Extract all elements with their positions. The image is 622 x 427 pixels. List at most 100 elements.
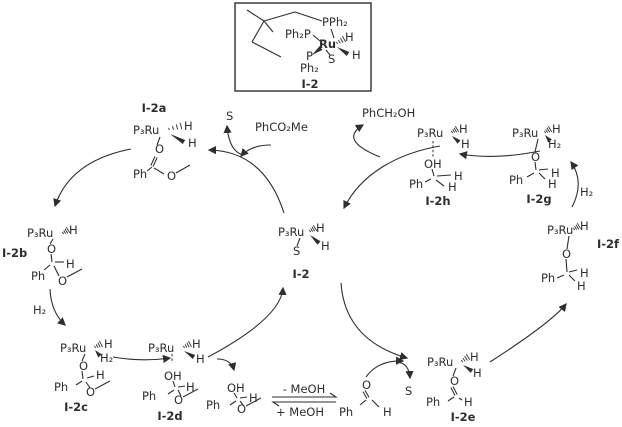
label-i2a: I-2a (142, 101, 167, 115)
i2c-ph: Ph (54, 380, 68, 394)
i2d-ph: Ph (142, 389, 156, 403)
h2-left: H₂ (33, 303, 46, 317)
i2b-h: H (69, 223, 78, 237)
arrow-i2c-to-i2d (112, 354, 172, 364)
hemiacetal-ph: Ph (206, 398, 220, 412)
i2-p3ru: P₃Ru (278, 225, 304, 239)
i2e-ch-h: H (464, 395, 473, 409)
box-ru: Ru (319, 37, 336, 51)
i2b-c-o (53, 265, 60, 277)
i2d-ru-h-hash (183, 345, 185, 349)
i2a-ru-h-hash (168, 127, 170, 131)
i2-s: S (293, 244, 300, 258)
equilibrium-arrow-forward (272, 392, 338, 398)
arrow-benzaldehyde-in (365, 356, 405, 378)
sulfide-left: S (226, 109, 233, 123)
box-arm3b (251, 41, 282, 58)
i2e-p3ru: P₃Ru (427, 355, 453, 369)
benzaldehyde-o-c (362, 391, 368, 399)
i2f-h: H (580, 219, 589, 233)
i2h-ch-h2: H (448, 180, 457, 194)
i2c-ome-o: O (86, 385, 95, 399)
i2h-c-h1 (436, 174, 452, 177)
i2b-p3ru: P₃Ru (27, 226, 53, 240)
i2f-ch-h2: H (577, 279, 586, 293)
i2e-ru-h-hash (462, 357, 466, 362)
i2h-ch-h1: H (454, 169, 463, 183)
arrow-h2-in-right (570, 160, 579, 208)
i2f-ru-h-hash (574, 226, 578, 230)
i2e-ru-h-hash (460, 359, 464, 363)
i2f-c-ph (556, 274, 565, 279)
i2c-p3ru: P₃Ru (60, 341, 86, 355)
box-ptop-ru (330, 28, 335, 39)
hemiacetal-c-ph (229, 400, 237, 406)
i2b-ru-h-hash (65, 226, 71, 234)
i2c-ru-h2-wedge (95, 350, 102, 358)
i2a-h-top: H (184, 119, 193, 133)
i2b-ru-h-hash (64, 228, 69, 234)
label-i2h: I-2h (425, 194, 450, 208)
i2-ru-s (296, 237, 301, 247)
i2h-p3ru: P₃Ru (417, 126, 443, 140)
i2a-ru-h-wedge (170, 134, 186, 144)
i2h-ru-h-wedge (452, 136, 461, 144)
benzaldehyde-ph: Ph (339, 405, 353, 419)
box-ru-s (325, 49, 331, 56)
i2h-oh: OH (424, 157, 442, 171)
box-ph2p: Ph₂P (285, 27, 311, 41)
i2g-ru-h-hash (545, 129, 549, 133)
i2a-c-ph (146, 166, 153, 172)
i2g-o: O (531, 150, 540, 164)
i2a-c-o (153, 167, 165, 175)
hemiacetal-c-h (239, 396, 248, 399)
i2h-h-top: H (459, 122, 468, 136)
minus-meoh: - MeOH (283, 382, 326, 396)
box-pbottom-ru (312, 46, 323, 55)
arrow-alcohol-out (353, 124, 381, 158)
i2h-ru-h-hash (452, 129, 456, 133)
i2g-ru-h-hash (543, 130, 547, 134)
hemiacetal-o-me (245, 397, 262, 407)
i2d-c-o (177, 389, 182, 397)
i2b-o: O (47, 242, 56, 256)
arrow-i2a-to-i2b (53, 148, 132, 208)
label-i2e: I-2e (451, 410, 476, 424)
i2e-h-bottom: H (473, 366, 482, 380)
hemiacetal-o: O (237, 402, 246, 416)
i2b-o-c (50, 253, 53, 263)
i2h-ru-h-hash (453, 127, 458, 133)
i2g-c-h2 (538, 172, 546, 180)
label-i2b: I-2b (2, 246, 27, 260)
equilibrium-arrow-reverse (271, 401, 336, 407)
box-ru-h-hash (337, 39, 341, 44)
i2c-o-c (81, 370, 84, 380)
box-arm2 (263, 20, 274, 33)
i2e-ru-h-wedge (463, 365, 474, 373)
i2d-ru-h-hash (184, 344, 188, 348)
i2f-ch-h1: H (580, 266, 589, 280)
i2c-c-h (86, 375, 95, 379)
benzaldehyde-c-h (371, 399, 380, 408)
arrow-i2h-to-i2 (343, 145, 441, 210)
i2b-ru-h-hash (61, 231, 65, 235)
i2c-ru-h-hash (97, 342, 101, 348)
i2f-ru-o (566, 235, 570, 250)
i2d-p3ru: P₃Ru (148, 341, 174, 355)
arrow-h2-in-left (49, 288, 66, 326)
alcohol-product: PhCH₂OH (362, 106, 415, 120)
i2c-ru-h-hash (94, 345, 96, 349)
i2b-ru-o (49, 238, 54, 245)
i2a-ru-h-hash (172, 126, 174, 130)
i2c-c-o (85, 381, 91, 389)
benzaldehyde-o-c (364, 390, 370, 398)
i2e-o-c (450, 387, 456, 396)
i2h-o-c (431, 168, 435, 177)
arrow-i2-to-i2e (340, 282, 409, 361)
label-i2: I-2 (292, 267, 309, 281)
i2d-o-me (182, 388, 199, 398)
i2g-ph: Ph (509, 173, 523, 187)
box-label: I-2 (301, 77, 318, 91)
box-arm1a (263, 11, 296, 22)
